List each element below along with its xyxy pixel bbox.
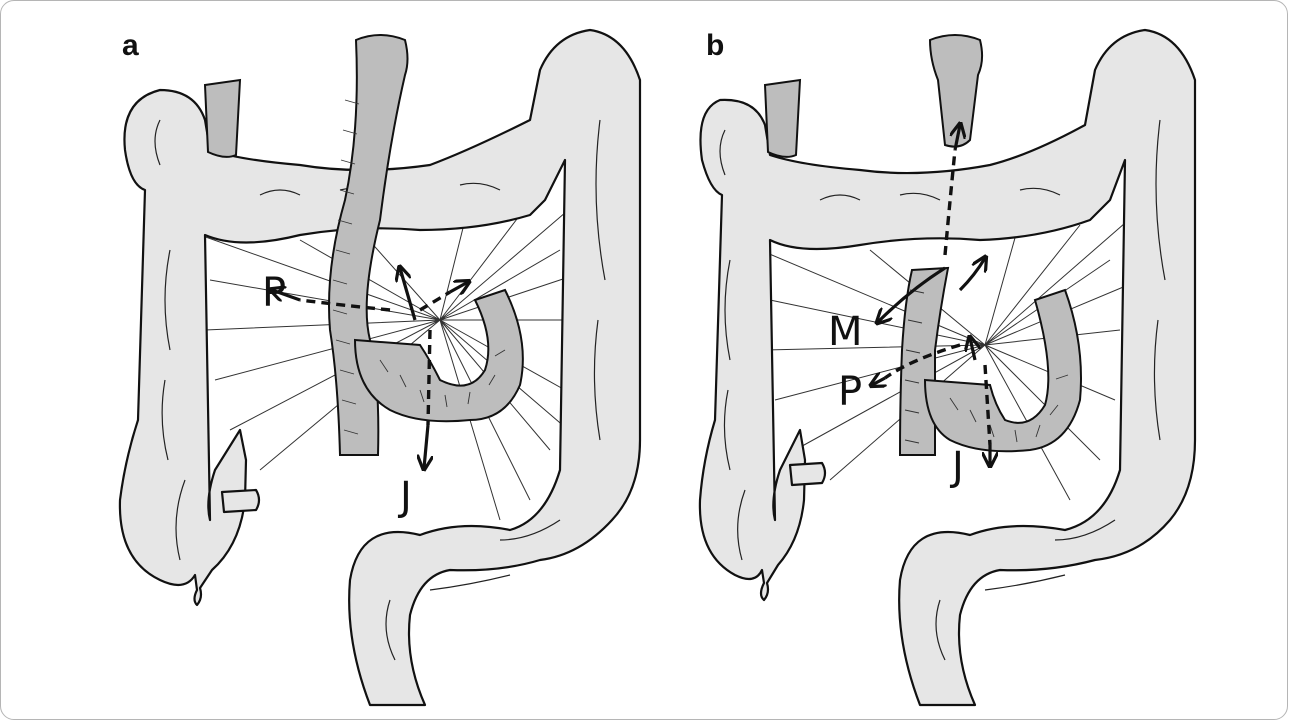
panel-b-letter: b <box>706 29 724 62</box>
arrow-a-j <box>424 425 428 468</box>
label-b-j: J <box>949 444 964 490</box>
panel-a-small-bowel <box>205 35 523 455</box>
arrow-a-up <box>400 268 415 320</box>
arrow-b-p <box>872 378 885 385</box>
label-b-m: M <box>828 309 863 355</box>
label-a-j: J <box>397 474 412 520</box>
panel-a-letter: a <box>122 29 139 62</box>
dashed-line-a-j <box>428 330 430 425</box>
panel-a: a P J <box>120 29 640 705</box>
arrow-b-right-up <box>960 258 985 290</box>
dashed-line-a-right <box>420 292 450 310</box>
label-a-p: P <box>262 270 286 316</box>
panel-b: b M P J <box>700 29 1195 705</box>
panel-b-mesentery <box>760 210 1140 500</box>
label-b-p: P <box>838 369 862 415</box>
